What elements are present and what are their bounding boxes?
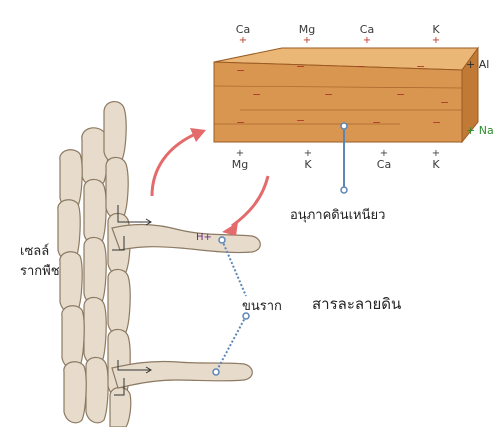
ion-symbol: Mg [228,159,252,170]
ion-top-4: K + [424,24,448,46]
ion-charge: + [424,35,448,46]
hair-label-dot [219,237,225,243]
root-hair-lower [112,361,252,388]
hydrogen-ion-label: H+ [196,232,212,243]
root-cell [106,157,128,218]
root-cell [84,237,106,304]
negative-charge: − [296,114,305,127]
ion-top-1: Ca + [231,24,255,46]
clay-label-dot [341,187,347,193]
ion-symbol: K [424,159,448,170]
negative-charge: − [432,116,441,129]
negative-charge: − [356,60,365,73]
negative-charge: − [372,116,381,129]
negative-charge: − [396,88,405,101]
clay-particle-label: อนุภาคดินเหนียว [290,204,385,225]
exchange-arrow-up [152,132,200,196]
root-hairs [112,225,260,389]
ion-side-al: + Al [466,58,489,71]
root-cell [84,179,106,244]
ion-charge: + [355,35,379,46]
ion-symbol: Mg [295,24,319,35]
negative-charge: − [236,116,245,129]
clay-label-dot [341,123,347,129]
ion-bottom-3: + Ca [372,148,396,170]
negative-charge: − [440,96,449,109]
root-cell [60,252,82,313]
root-cell [86,357,108,422]
ion-charge: + [231,35,255,46]
ion-side-na: + Na [466,124,494,137]
root-hair-upper [112,225,260,253]
root-cell [84,297,106,364]
root-cell [62,306,84,369]
hair-label-dot [213,369,219,375]
clay-front-face [214,62,462,142]
root-cell [108,269,130,334]
ion-charge: + [295,35,319,46]
ion-bottom-1: + Mg [228,148,252,170]
ion-symbol: K [296,159,320,170]
exchange-arrow-down-head [222,222,238,236]
soil-solution-label: สารละลายดิน [312,292,401,316]
negative-charge: − [296,60,305,73]
plant-cell-label-line2: รากพืช [20,260,60,281]
ion-top-3: Ca + [355,24,379,46]
ion-symbol: K [424,24,448,35]
ion-symbol: Ca [372,159,396,170]
exchange-arrow-down [232,176,268,226]
exchange-arrows [152,128,268,236]
ion-bottom-2: + K [296,148,320,170]
root-hair-label: ขนราก [242,295,282,316]
ion-symbol: Ca [231,24,255,35]
root-cell [104,102,126,163]
negative-charge: − [252,88,261,101]
negative-charge: − [236,64,245,77]
root-cell [110,387,131,427]
root-cell [64,362,86,423]
negative-charge: − [416,60,425,73]
ion-bottom-4: + K [424,148,448,170]
ion-symbol: Ca [355,24,379,35]
ion-top-2: Mg + [295,24,319,46]
plant-cell-label-line1: เซลล์ [20,240,49,261]
negative-charge: − [324,88,333,101]
